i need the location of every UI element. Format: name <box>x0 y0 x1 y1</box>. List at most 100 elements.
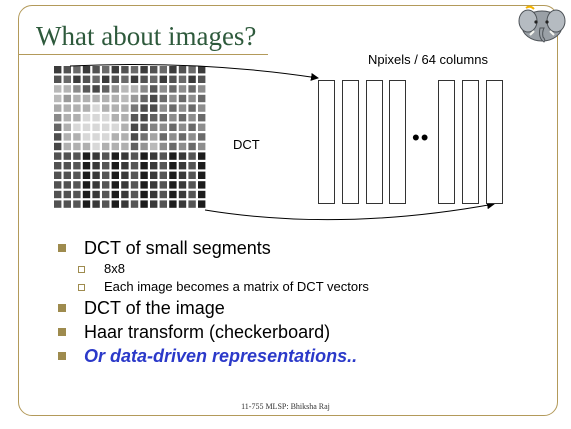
image-block <box>140 94 148 103</box>
image-block <box>188 171 196 179</box>
image-block <box>111 142 119 151</box>
square-bullet-icon <box>58 244 66 252</box>
image-block <box>130 123 139 131</box>
image-block <box>82 123 91 131</box>
image-block <box>82 190 91 199</box>
image-block <box>54 181 62 189</box>
image-block <box>140 142 148 151</box>
image-block <box>150 190 158 199</box>
image-block <box>121 104 129 112</box>
image-block <box>82 94 91 103</box>
image-block <box>198 162 206 170</box>
image-block <box>140 133 148 141</box>
image-block <box>188 152 196 160</box>
image-block <box>54 133 62 141</box>
image-block <box>54 142 62 151</box>
image-block <box>150 123 158 131</box>
image-block <box>140 162 148 170</box>
image-block <box>92 142 100 151</box>
image-block <box>150 181 158 189</box>
image-block <box>92 123 100 131</box>
image-block <box>130 162 139 170</box>
image-block <box>121 75 129 83</box>
image-block <box>159 152 167 160</box>
image-block <box>140 200 148 208</box>
image-block <box>121 152 129 160</box>
image-block <box>82 133 91 141</box>
image-block <box>188 133 196 141</box>
image-block <box>169 114 177 122</box>
image-block <box>198 85 206 93</box>
image-block <box>63 66 71 74</box>
image-block <box>102 94 110 103</box>
bullet-item: Haar transform (checkerboard) <box>56 320 536 344</box>
image-block <box>82 152 91 160</box>
image-block <box>92 162 100 170</box>
image-block <box>54 171 62 179</box>
image-block <box>92 75 100 83</box>
image-block <box>159 75 167 83</box>
image-block <box>121 114 129 122</box>
image-block <box>140 66 148 74</box>
image-block <box>198 123 206 131</box>
image-block <box>198 104 206 112</box>
image-block <box>178 142 187 151</box>
image-block <box>54 75 62 83</box>
image-block <box>169 152 177 160</box>
image-block <box>169 66 177 74</box>
image-block <box>178 94 187 103</box>
image-block <box>169 85 177 93</box>
dct-column <box>318 80 335 204</box>
image-block <box>130 104 139 112</box>
image-block <box>169 133 177 141</box>
image-block <box>111 85 119 93</box>
image-block <box>54 162 62 170</box>
image-block <box>121 94 129 103</box>
image-block <box>150 85 158 93</box>
image-block <box>73 66 81 74</box>
image-block <box>92 94 100 103</box>
image-block <box>73 104 81 112</box>
title-underline <box>18 54 268 55</box>
image-block <box>111 104 119 112</box>
image-block <box>198 94 206 103</box>
image-block-grid <box>52 64 209 211</box>
image-block <box>178 133 187 141</box>
image-block <box>111 114 119 122</box>
image-block <box>150 66 158 74</box>
image-block <box>130 171 139 179</box>
image-block <box>111 171 119 179</box>
image-block <box>63 123 71 131</box>
image-block <box>178 162 187 170</box>
dct-column <box>486 80 503 204</box>
dct-column <box>438 80 455 204</box>
image-block <box>73 200 81 208</box>
image-block <box>178 190 187 199</box>
image-block <box>140 190 148 199</box>
image-block <box>159 66 167 74</box>
bottom-arrow <box>204 201 495 221</box>
image-block <box>73 94 81 103</box>
image-block <box>73 123 81 131</box>
image-block <box>54 200 62 208</box>
image-block <box>198 200 206 208</box>
slide-frame <box>18 5 558 416</box>
image-block <box>111 94 119 103</box>
image-block <box>150 171 158 179</box>
sub-bullet-item: Each image becomes a matrix of DCT vecto… <box>76 278 536 296</box>
image-block <box>121 142 129 151</box>
image-block <box>121 200 129 208</box>
image-block <box>92 171 100 179</box>
dct-label: DCT <box>233 137 260 152</box>
image-block <box>63 142 71 151</box>
image-block <box>178 75 187 83</box>
image-block <box>159 85 167 93</box>
image-block <box>169 200 177 208</box>
image-block <box>178 114 187 122</box>
image-block <box>92 190 100 199</box>
image-block <box>159 181 167 189</box>
image-block <box>159 171 167 179</box>
image-block <box>188 104 196 112</box>
image-block <box>178 171 187 179</box>
image-block <box>82 171 91 179</box>
